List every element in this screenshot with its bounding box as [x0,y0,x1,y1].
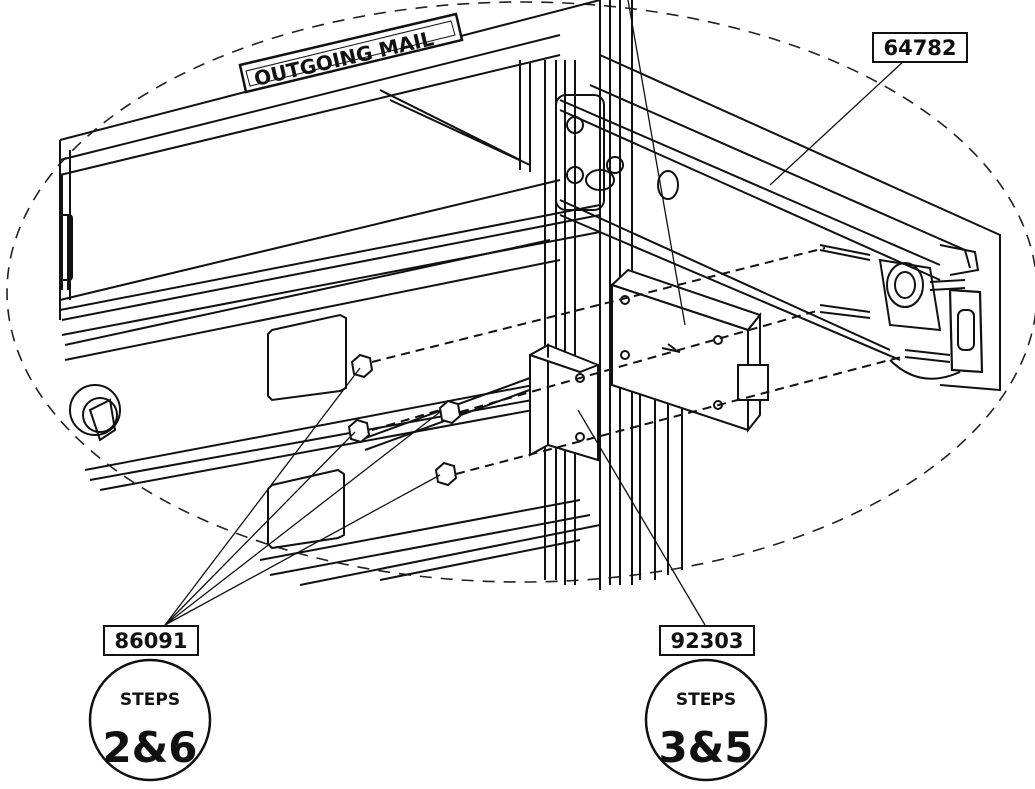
step-badge-heading: STEPS [676,690,736,710]
step-badge-2-6: STEPS 2&6 [88,658,212,782]
part-number-64782: 64782 [883,36,956,60]
part-number-92303: 92303 [670,629,743,653]
part-label-92303: 92303 [659,625,755,656]
cabinet-structure [59,0,683,590]
leader-lines [164,0,906,626]
bracket-part [529,343,599,462]
part-label-86091: 86091 [103,625,199,656]
part-label-64782: 64782 [872,32,968,63]
step-badge-numbers: 2&6 [102,723,197,772]
step-badge-heading: STEPS [120,690,180,710]
rail-part [559,54,1001,392]
outgoing-mail-sign: OUTGOING MAIL [238,12,464,94]
step-badge-numbers: 3&5 [658,723,753,772]
step-badge-3-5: STEPS 3&5 [644,658,768,782]
assembly-alignment-lines [371,247,906,475]
detail-magnifier-outline [6,1,1035,583]
hex-nuts [347,353,462,487]
part-number-86091: 86091 [114,629,187,653]
